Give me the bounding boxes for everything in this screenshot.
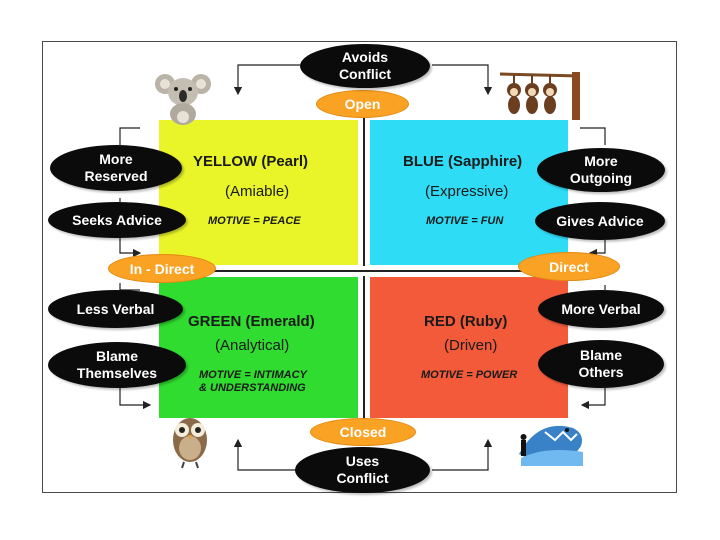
arrow-right-top bbox=[580, 127, 606, 145]
horizontal-axis bbox=[150, 270, 575, 272]
more-outgoing-ellipse: More Outgoing bbox=[537, 148, 665, 192]
blue-title: BLUE (Sapphire) bbox=[403, 153, 523, 170]
more-reserved-ellipse: More Reserved bbox=[50, 145, 182, 191]
arrow-top-right bbox=[432, 64, 493, 96]
arrow-left-bottom bbox=[119, 283, 140, 291]
blame-others-ellipse: Blame Others bbox=[538, 340, 664, 388]
green-quadrant: GREEN (Emerald) (Analytical) MOTIVE = IN… bbox=[159, 277, 358, 418]
green-title: GREEN (Emerald) bbox=[188, 313, 315, 330]
blue-motive: MOTIVE = FUN bbox=[426, 215, 504, 227]
red-title: RED (Ruby) bbox=[424, 313, 508, 330]
closed-pill: Closed bbox=[310, 418, 416, 446]
avoids-conflict-ellipse: Avoids Conflict bbox=[300, 44, 430, 88]
blue-subtitle: (Expressive) bbox=[425, 183, 509, 200]
uses-conflict-ellipse: Uses Conflict bbox=[295, 447, 430, 493]
yellow-title: YELLOW (Pearl) bbox=[193, 153, 309, 170]
seeks-advice-ellipse: Seeks Advice bbox=[48, 202, 186, 238]
arrow-left-top bbox=[119, 127, 140, 145]
arrow-top-left bbox=[233, 64, 300, 96]
arrow-left-bottom2 bbox=[119, 388, 152, 410]
red-quadrant: RED (Ruby) (Driven) MOTIVE = POWER bbox=[370, 277, 568, 418]
green-motive-line2: & UNDERSTANDING bbox=[199, 382, 306, 394]
arrow-right-bottom2 bbox=[580, 388, 606, 410]
red-subtitle: (Driven) bbox=[444, 337, 498, 354]
koala-icon bbox=[155, 74, 211, 125]
green-subtitle: (Analytical) bbox=[215, 337, 290, 354]
red-motive: MOTIVE = POWER bbox=[421, 369, 518, 381]
yellow-subtitle: (Amiable) bbox=[225, 183, 290, 200]
arrow-left-low bbox=[119, 235, 142, 258]
owl-icon bbox=[173, 418, 207, 469]
arrow-bottom-left bbox=[233, 438, 300, 471]
monkeys-icon bbox=[499, 72, 581, 120]
more-verbal-ellipse: More Verbal bbox=[538, 290, 664, 328]
blue-quadrant: BLUE (Sapphire) (Expressive) MOTIVE = FU… bbox=[370, 120, 568, 265]
indirect-pill: In - Direct bbox=[108, 254, 216, 283]
vertical-axis bbox=[363, 100, 365, 425]
direct-pill: Direct bbox=[518, 252, 620, 281]
shark-icon bbox=[519, 425, 583, 466]
arrow-bottom-right bbox=[432, 438, 493, 471]
arrow-right-low bbox=[588, 240, 606, 258]
gives-advice-ellipse: Gives Advice bbox=[535, 202, 665, 240]
blame-themselves-ellipse: Blame Themselves bbox=[48, 342, 186, 388]
yellow-motive: MOTIVE = PEACE bbox=[208, 215, 301, 227]
less-verbal-ellipse: Less Verbal bbox=[48, 290, 183, 328]
open-pill: Open bbox=[316, 90, 409, 118]
yellow-quadrant: YELLOW (Pearl) (Amiable) MOTIVE = PEACE bbox=[159, 120, 358, 265]
green-motive-line1: MOTIVE = INTIMACY bbox=[199, 369, 307, 381]
